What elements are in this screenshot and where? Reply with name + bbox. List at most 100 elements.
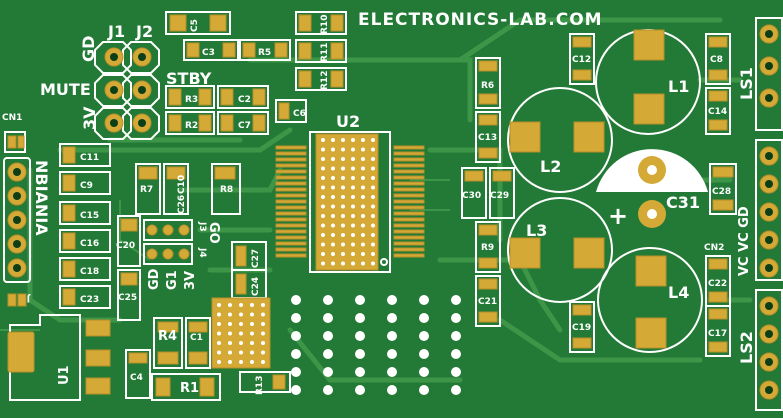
thermal-via bbox=[217, 350, 221, 355]
via bbox=[291, 367, 301, 377]
board-title: ELECTRONICS-LAB.COM bbox=[358, 10, 603, 30]
chip-via bbox=[351, 204, 355, 209]
chip-via bbox=[361, 176, 365, 180]
label-u1: U1 bbox=[57, 365, 72, 385]
chip-via bbox=[321, 157, 325, 161]
chip-via bbox=[361, 147, 365, 152]
label-c4: C4 bbox=[130, 373, 143, 383]
chip-via bbox=[331, 233, 335, 237]
label-c30: C30 bbox=[462, 191, 481, 201]
chip-via bbox=[371, 223, 375, 228]
chip-via bbox=[361, 185, 365, 190]
regulator-u1: U1 bbox=[7, 314, 111, 401]
label-r8: R8 bbox=[220, 185, 233, 195]
chip-via bbox=[331, 261, 335, 266]
via bbox=[387, 331, 397, 341]
label-r4: R4 bbox=[158, 329, 177, 344]
connector-cn1: CN1 NBIANIA J5 bbox=[2, 113, 51, 307]
thermal-via bbox=[228, 360, 232, 364]
label-r11: R11 bbox=[320, 43, 330, 62]
chip-via bbox=[371, 138, 375, 142]
label-c11: C11 bbox=[80, 153, 99, 163]
via bbox=[323, 313, 333, 323]
label-c22: C22 bbox=[708, 279, 727, 289]
chip-via bbox=[351, 166, 355, 171]
label-g1: G1 bbox=[165, 270, 180, 290]
chip-via bbox=[351, 223, 355, 228]
chip-via bbox=[331, 252, 335, 256]
label-3v-2: 3V bbox=[183, 271, 198, 290]
chip-via bbox=[371, 147, 375, 152]
chip-via bbox=[321, 147, 325, 152]
label-u2: U2 bbox=[336, 112, 360, 131]
via bbox=[419, 367, 429, 377]
chip-via bbox=[341, 185, 345, 190]
pin-hole bbox=[765, 302, 773, 310]
pin-hole bbox=[765, 94, 773, 102]
label-c5: C5 bbox=[190, 19, 200, 32]
chip-via bbox=[361, 261, 365, 266]
label-c23: C23 bbox=[80, 295, 99, 305]
chip-via bbox=[321, 223, 325, 228]
label-c19: C19 bbox=[572, 323, 591, 333]
chip-via bbox=[351, 214, 355, 218]
chip-via bbox=[321, 204, 325, 209]
via bbox=[355, 349, 365, 359]
label-l2: L2 bbox=[540, 157, 561, 176]
chip-via bbox=[351, 195, 355, 199]
thermal-via bbox=[239, 312, 243, 317]
chip-via bbox=[331, 242, 335, 247]
pin-hole bbox=[765, 208, 773, 216]
thermal-via bbox=[217, 360, 221, 364]
label-l4: L4 bbox=[668, 283, 689, 302]
label-c25: C25 bbox=[118, 293, 137, 303]
label-r1: R1 bbox=[180, 381, 199, 396]
chip-via bbox=[371, 166, 375, 171]
via bbox=[419, 349, 429, 359]
chip-via bbox=[351, 252, 355, 256]
chip-via bbox=[321, 176, 325, 180]
inductor-l4: L4 bbox=[597, 247, 703, 353]
chip-via bbox=[351, 176, 355, 180]
label-l1: L1 bbox=[668, 77, 689, 96]
via bbox=[451, 385, 461, 395]
label-j1: J1 bbox=[107, 22, 125, 41]
via bbox=[451, 367, 461, 377]
label-r9: R9 bbox=[481, 243, 494, 253]
chip-via bbox=[361, 138, 365, 142]
label-r13: R13 bbox=[255, 376, 265, 395]
label-c31: C31 bbox=[666, 193, 700, 212]
chip-via bbox=[341, 138, 345, 142]
chip-via bbox=[321, 166, 325, 171]
thermal-via bbox=[261, 341, 265, 345]
via bbox=[419, 295, 429, 305]
pin-hole bbox=[765, 264, 773, 272]
chip-u2: U2 bbox=[275, 112, 425, 273]
label-c10: C10 bbox=[177, 175, 187, 194]
chip-via bbox=[371, 242, 375, 247]
smd-components: C5 C3 R5 R10 R11 R12 R3 C2 R2 bbox=[59, 11, 347, 401]
chip-via bbox=[351, 242, 355, 247]
via bbox=[451, 349, 461, 359]
label-cn1: CN1 bbox=[2, 113, 22, 123]
chip-via bbox=[321, 233, 325, 237]
chip-via bbox=[361, 252, 365, 256]
chip-via bbox=[351, 147, 355, 152]
thermal-via bbox=[250, 312, 254, 317]
label-r7: R7 bbox=[140, 185, 153, 195]
chip-via bbox=[361, 223, 365, 228]
label-j4: J4 bbox=[197, 247, 207, 258]
thermal-via bbox=[239, 350, 243, 355]
chip-via bbox=[371, 157, 375, 161]
chip-via bbox=[331, 204, 335, 209]
thermal-via bbox=[261, 312, 265, 317]
chip-via bbox=[321, 185, 325, 190]
label-c20: C20 bbox=[116, 241, 135, 251]
thermal-via bbox=[217, 322, 221, 326]
via bbox=[387, 349, 397, 359]
chip-via bbox=[371, 261, 375, 266]
chip-via bbox=[341, 204, 345, 209]
pin-hole bbox=[765, 330, 773, 338]
header-j1-j2: J1 J2 GD MUTE STBY 3V bbox=[40, 22, 212, 140]
